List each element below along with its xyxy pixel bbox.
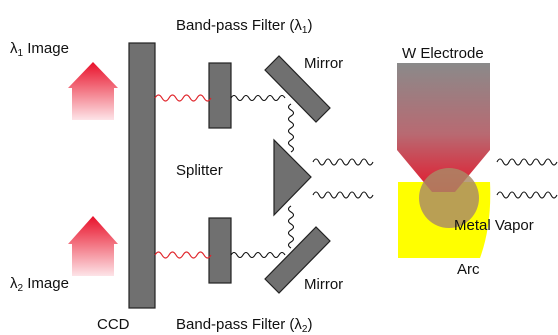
splitter-label: Splitter: [176, 162, 223, 179]
red-wave-top: [154, 94, 212, 102]
bandpass-filter-1: [208, 62, 232, 129]
metal-vapor-circle: [419, 168, 479, 228]
ccd-sensor: [128, 42, 156, 309]
input-wave-upper: [312, 158, 374, 166]
image-top-arrow: [68, 62, 118, 120]
ccd-label: CCD: [97, 316, 130, 333]
input-wave-lower: [312, 191, 374, 199]
w-electrode: [397, 63, 490, 192]
emission-wave-lower: [496, 191, 558, 199]
filter-bottom-label: Band-pass Filter (λ2): [176, 316, 312, 335]
arc-label: Arc: [457, 261, 480, 278]
splitter-prism: [273, 138, 312, 217]
light-waves: [154, 94, 558, 259]
image-bottom-label: λ2 Image: [10, 275, 69, 294]
vertical-wave-bottom: [287, 205, 295, 249]
mirror-top-shape: [264, 55, 331, 123]
mirror-bottom-shape: [264, 226, 331, 294]
image-top-label: λ1 Image: [10, 40, 69, 59]
black-wave-bottom: [230, 251, 286, 259]
electrode-label: W Electrode: [402, 45, 484, 62]
emission-wave-upper: [496, 158, 558, 166]
mirror-top-label: Mirror: [304, 55, 343, 72]
black-wave-top: [230, 94, 286, 102]
metal-vapor-label: Metal Vapor: [454, 217, 534, 234]
vertical-wave-top: [287, 103, 295, 153]
bandpass-filter-2: [208, 217, 232, 284]
filter-top-label: Band-pass Filter (λ1): [176, 17, 312, 36]
image-bottom-arrow: [68, 216, 118, 276]
mirror-bottom-label: Mirror: [304, 276, 343, 293]
red-wave-bottom: [154, 251, 212, 259]
